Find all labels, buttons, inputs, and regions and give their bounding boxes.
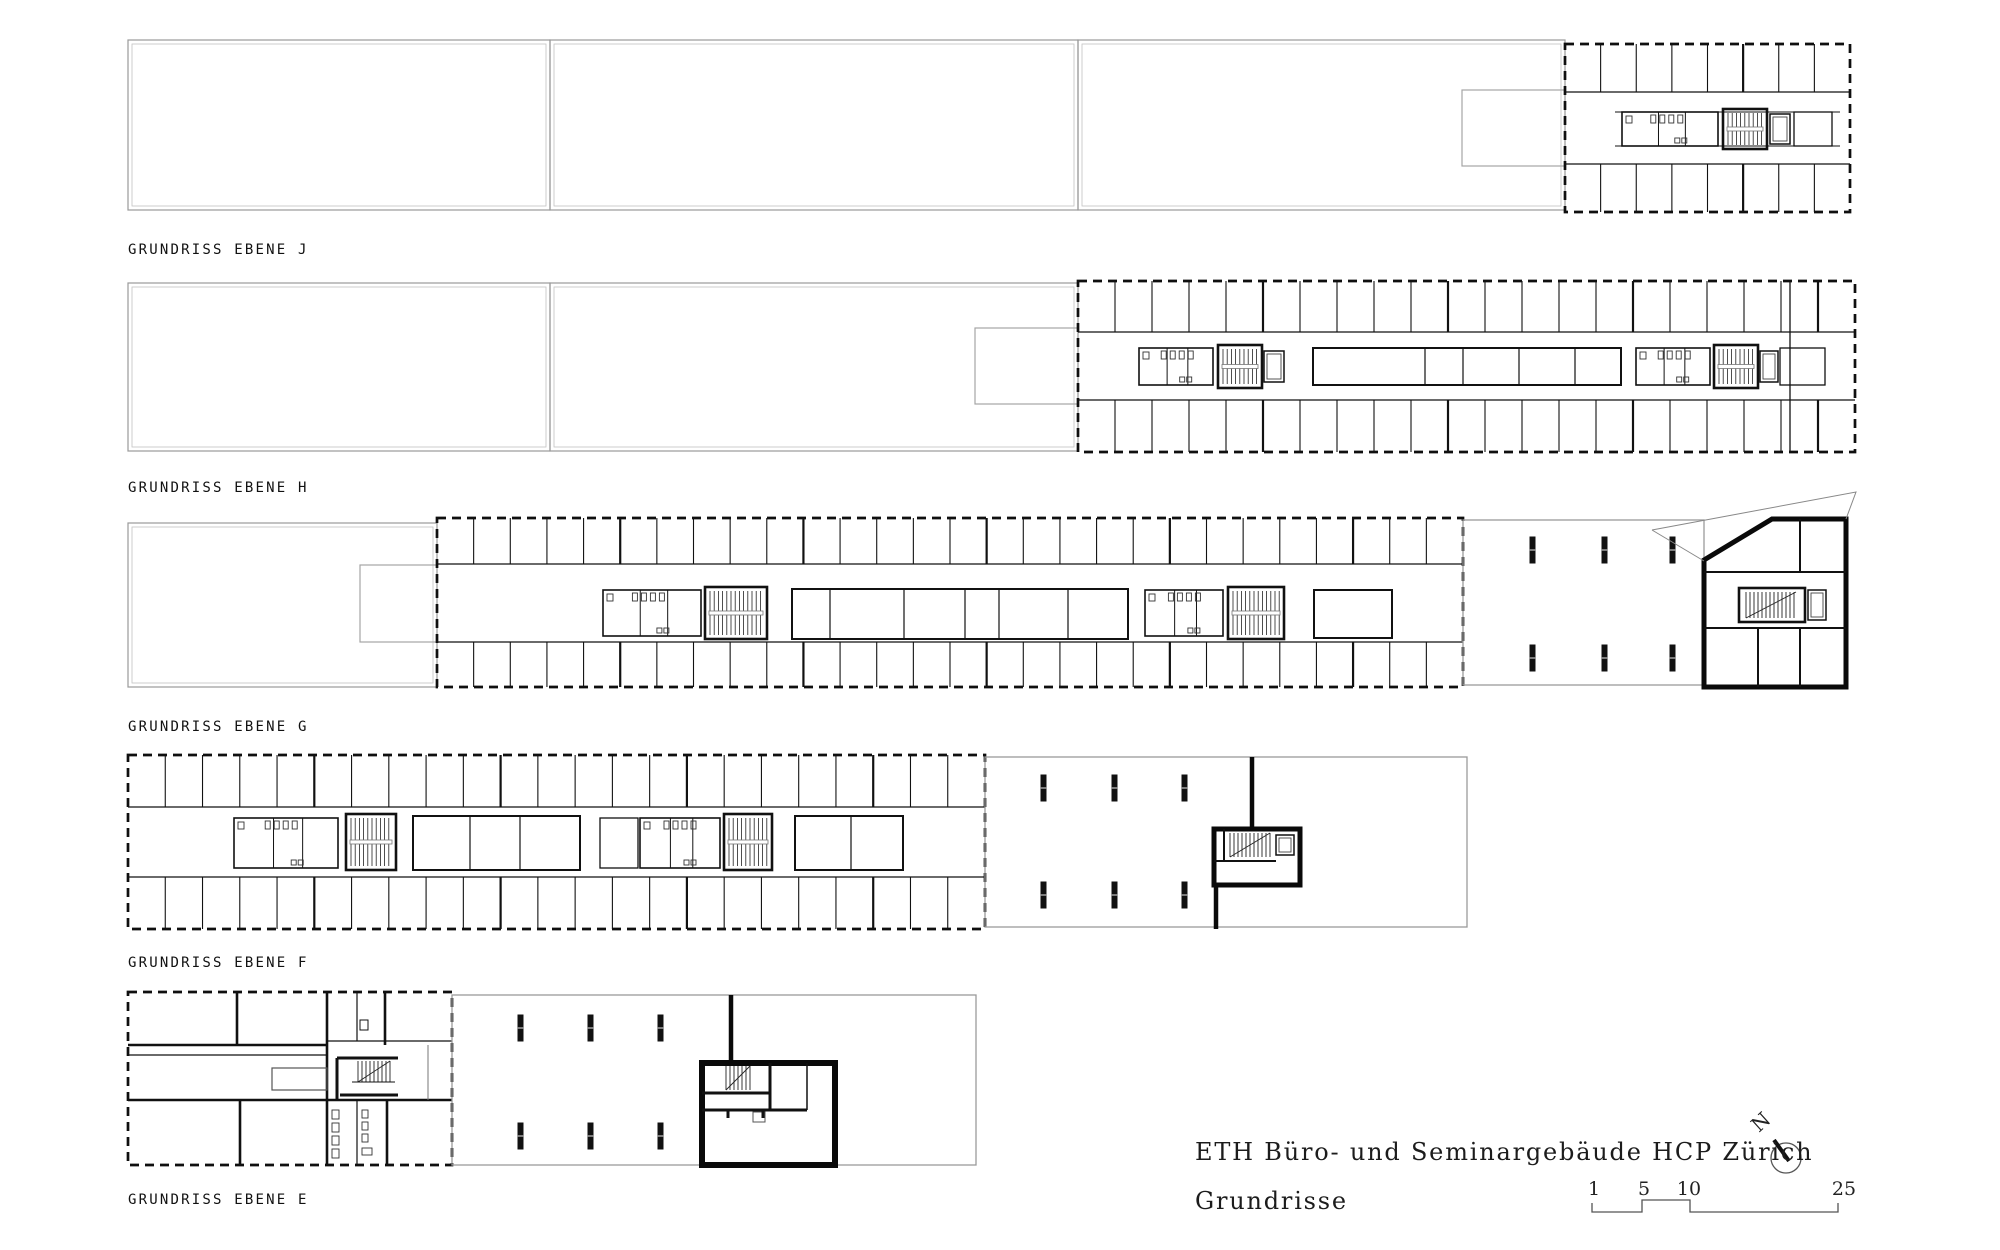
plan-label-ebene-g: GRUNDRISS EBENE G	[128, 719, 309, 735]
floor-plan-ebene-h	[127, 279, 1857, 454]
plan-label-ebene-f: GRUNDRISS EBENE F	[128, 955, 309, 971]
scale-tick-25: 25	[1831, 1178, 1857, 1200]
scale-bar	[1591, 1199, 1839, 1213]
north-arrow-icon	[1770, 1138, 1802, 1174]
plan-label-ebene-j: GRUNDRISS EBENE J	[128, 242, 309, 258]
title-block: ETH Büro- und Seminargebäude HCP Zürich …	[1195, 1138, 1814, 1215]
floor-plan-ebene-f	[126, 753, 1468, 931]
scale-tick-10: 10	[1676, 1178, 1702, 1200]
scale-tick-1: 1	[1587, 1178, 1601, 1200]
floor-plan-ebene-j	[127, 39, 1852, 214]
plan-label-ebene-e: GRUNDRISS EBENE E	[128, 1192, 309, 1208]
scale-tick-5: 5	[1637, 1178, 1651, 1200]
floor-plan-ebene-g	[127, 491, 1857, 690]
drawing-type-title: Grundrisse	[1195, 1187, 1348, 1215]
floor-plan-ebene-e	[126, 990, 977, 1168]
project-title: ETH Büro- und Seminargebäude HCP Zürich	[1195, 1138, 1814, 1166]
plan-label-ebene-h: GRUNDRISS EBENE H	[128, 480, 309, 496]
